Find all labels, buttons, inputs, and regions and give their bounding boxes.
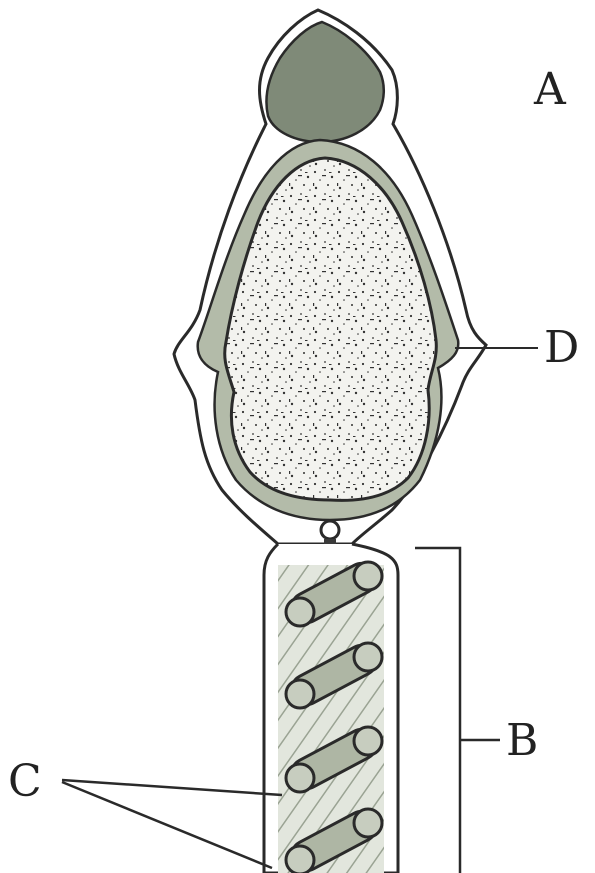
bracket-b bbox=[415, 548, 460, 873]
leader-c-1 bbox=[62, 780, 282, 795]
label-b: B bbox=[506, 715, 538, 766]
label-d: D bbox=[544, 322, 579, 373]
label-c: C bbox=[8, 756, 42, 807]
leader-c-2 bbox=[62, 782, 272, 868]
label-a: A bbox=[533, 64, 567, 115]
sperm-head bbox=[174, 10, 486, 575]
midpiece bbox=[264, 544, 398, 873]
